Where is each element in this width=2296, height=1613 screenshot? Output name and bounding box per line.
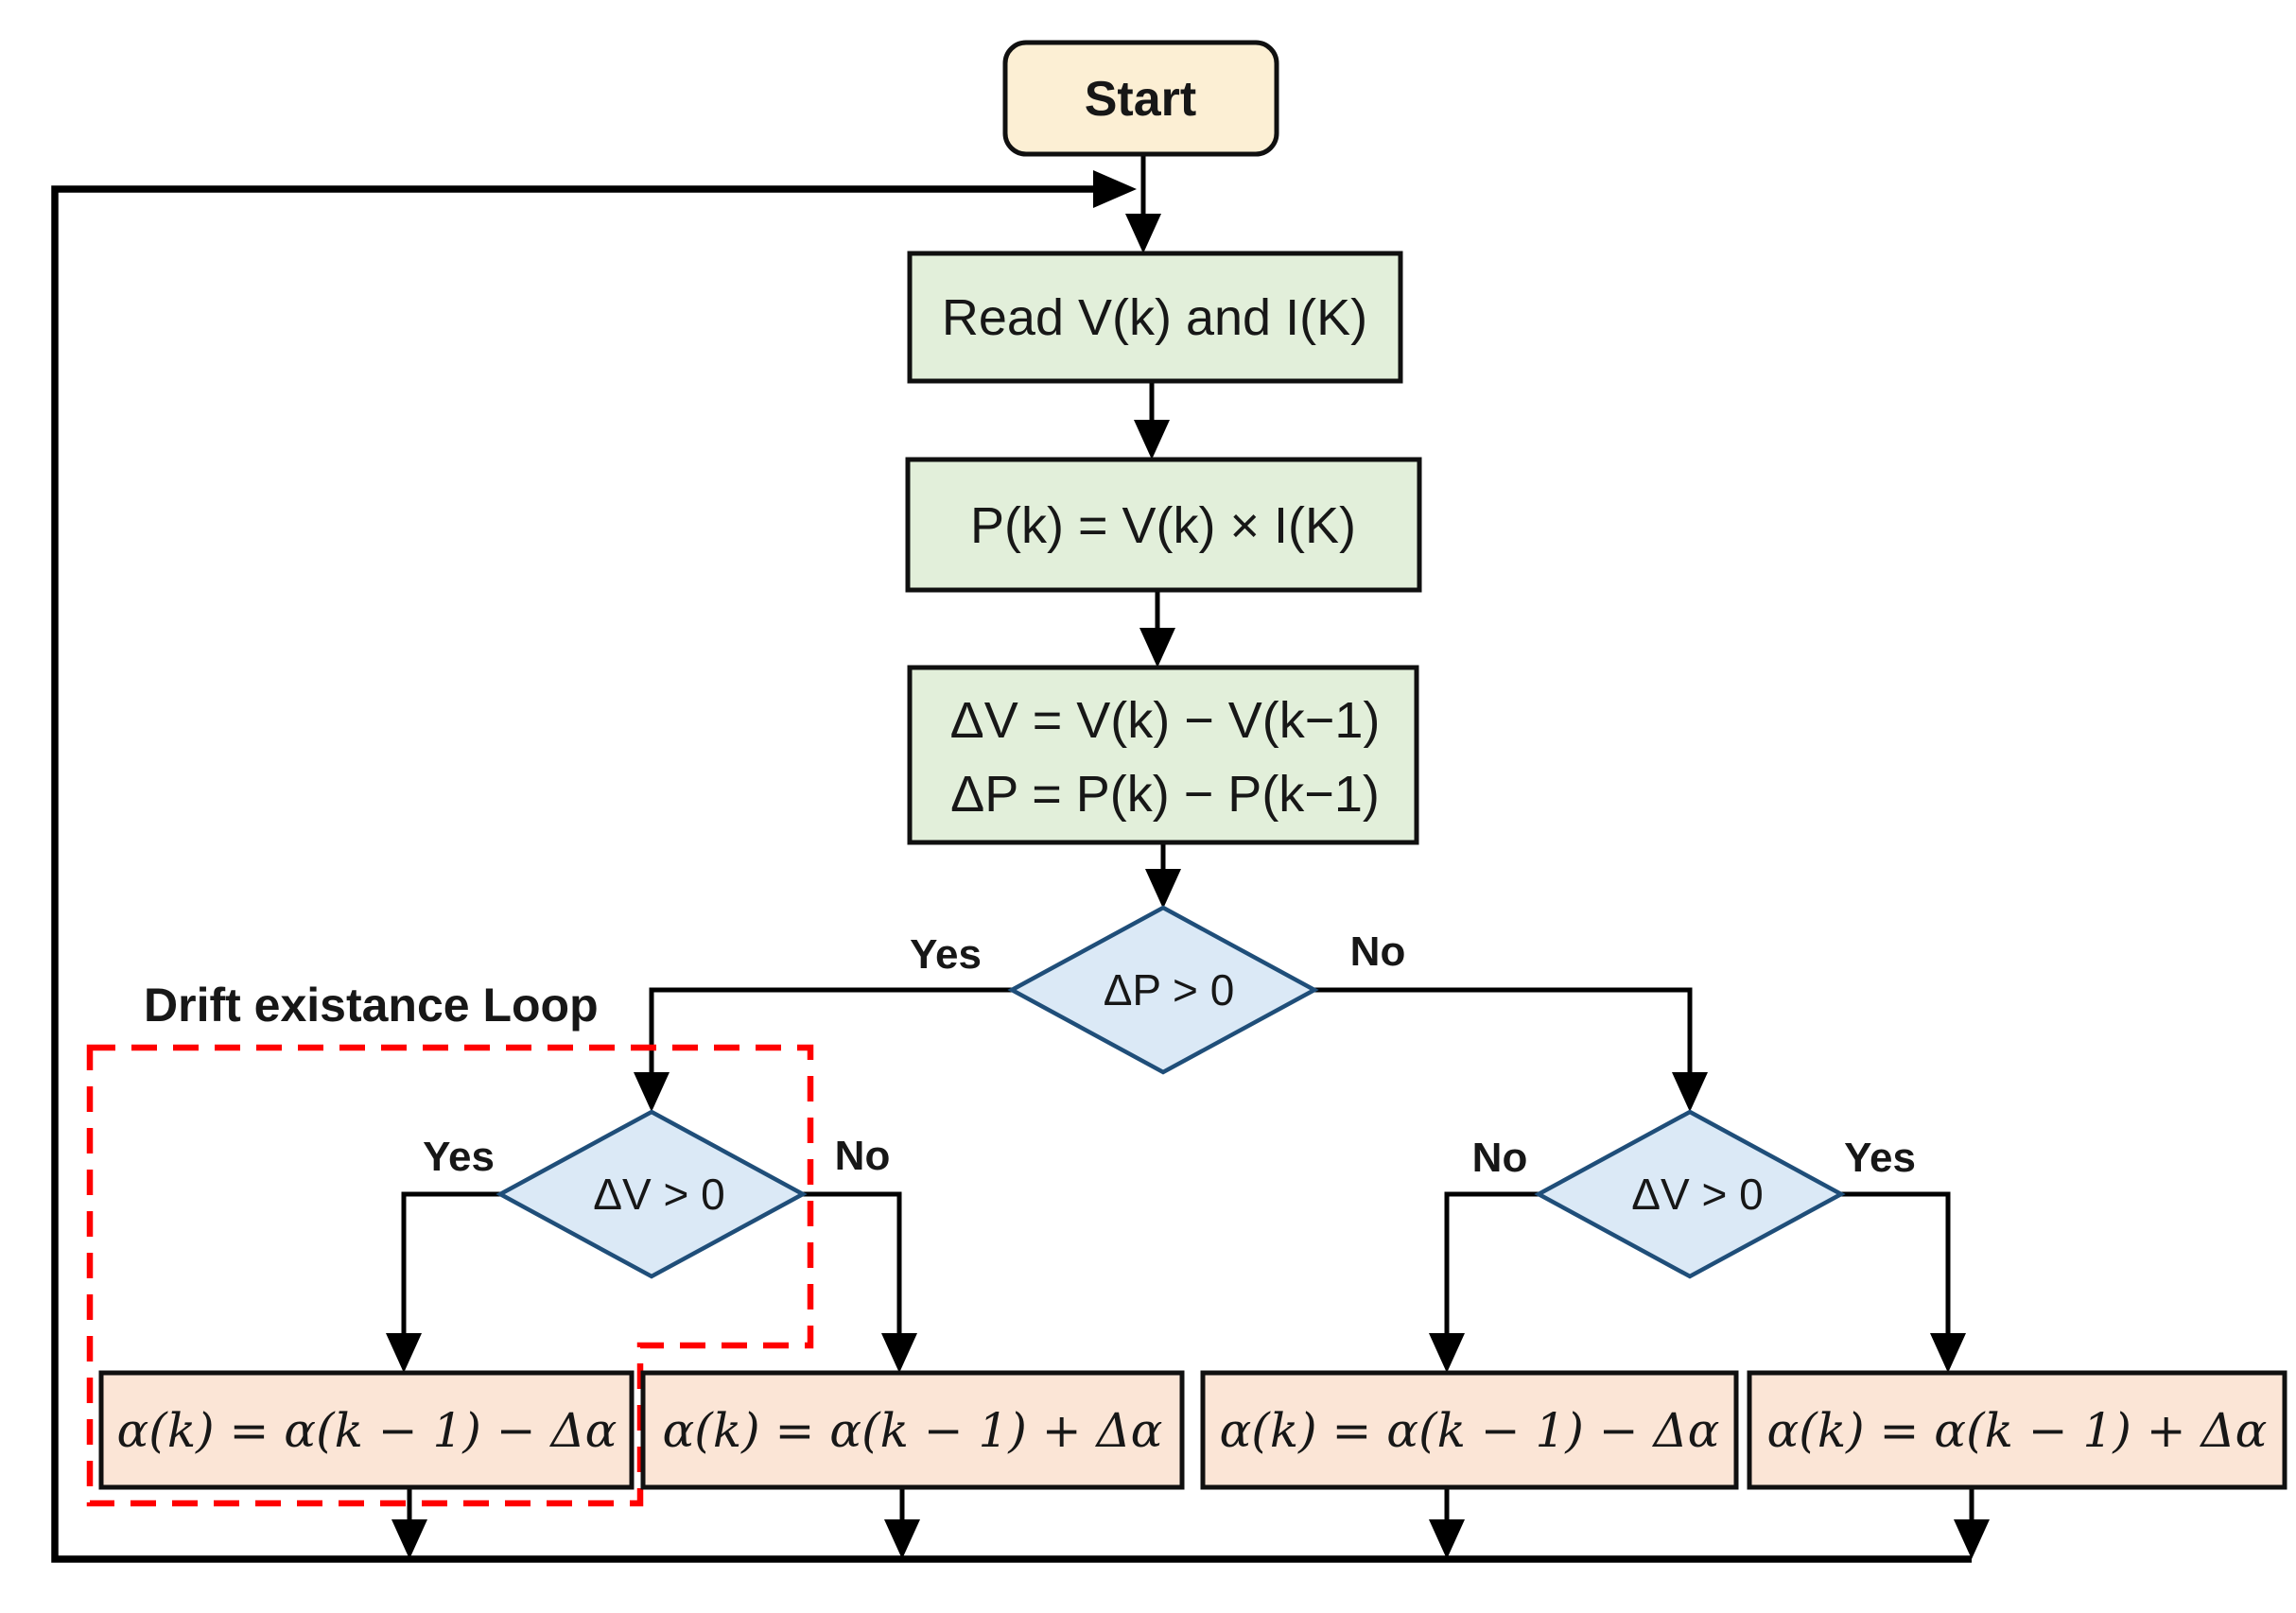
connector-dv-right-yes <box>1841 1191 1966 1373</box>
down-arrowhead <box>1139 628 1175 668</box>
drift-loop-annotation: Drift existance Loop <box>86 979 814 1507</box>
alpha-decrease-left-shape <box>98 1370 635 1490</box>
connector-action4-out <box>1954 1487 1990 1559</box>
down-arrowhead <box>386 1333 422 1373</box>
connector-action1-out <box>391 1487 427 1559</box>
feedback-arrowhead <box>1093 170 1137 208</box>
compute-deltas-shape <box>907 665 1419 845</box>
branch-label-dv-left-no: No <box>835 1133 891 1179</box>
node-alpha-decrease-right: α(k) = α(k − 1) − Δα <box>1200 1370 1739 1490</box>
node-compute-power: P(k) = V(k) × I(K) <box>905 457 1422 593</box>
down-arrowhead <box>1145 869 1181 909</box>
branch-label-dv-left-yes: Yes <box>423 1134 495 1180</box>
connector-dv-right-no <box>1429 1191 1539 1373</box>
start-label: Start <box>1085 72 1196 127</box>
down-arrowhead <box>1954 1519 1990 1559</box>
alpha-increase-left-shape <box>640 1370 1185 1490</box>
start-shape <box>1002 40 1279 157</box>
connector-read-power <box>1134 381 1170 460</box>
down-arrowhead <box>391 1519 427 1559</box>
alpha-increase-right-label: α(k) = α(k − 1) + Δα <box>1767 1403 2268 1458</box>
down-arrowhead <box>1429 1333 1465 1373</box>
connector-dv-left-no <box>803 1191 917 1373</box>
branch-label-dp-yes: Yes <box>910 931 982 978</box>
node-compute-deltas: ΔV = V(k) − V(k−1) ΔP = P(k) − P(k−1) <box>907 665 1419 845</box>
branch-label-dp-no: No <box>1350 928 1406 975</box>
alpha-decrease-right-shape <box>1200 1370 1739 1490</box>
down-arrowhead <box>881 1333 917 1373</box>
node-read-vi: Read V(k) and I(K) <box>907 251 1403 384</box>
connector-dp-yes <box>634 987 1012 1112</box>
node-alpha-decrease-left: α(k) = α(k − 1) − Δα <box>98 1370 635 1490</box>
feedback-loop-line <box>51 185 1972 1563</box>
alpha-increase-right-shape <box>1747 1370 2287 1490</box>
connector-dv-left-yes <box>386 1191 500 1373</box>
down-arrowhead <box>884 1519 920 1559</box>
node-start: Start <box>1002 40 1279 157</box>
read-vi-label: Read V(k) and I(K) <box>942 289 1367 346</box>
decision-dv-right-label: ΔV > 0 <box>1631 1170 1763 1219</box>
connector-line <box>1444 1191 1539 1339</box>
down-arrowhead <box>1930 1333 1966 1373</box>
connector-feedback-loop <box>51 170 1972 1563</box>
read-vi-shape <box>907 251 1403 384</box>
connector-line <box>649 987 1012 1078</box>
compute-deltas-line2: ΔP = P(k) − P(k−1) <box>950 766 1380 823</box>
down-arrowhead <box>1672 1072 1708 1112</box>
decision-dp: ΔP > 0 <box>1007 905 1319 1075</box>
connector-deltas-dp <box>1145 842 1181 909</box>
down-arrowhead <box>634 1072 670 1112</box>
connector-line <box>1314 987 1693 1078</box>
drift-loop-boundary <box>86 1044 814 1507</box>
alpha-increase-left-label: α(k) = α(k − 1) + Δα <box>663 1403 1163 1458</box>
connector-dp-no <box>1314 987 1708 1112</box>
branch-label-dv-right-yes: Yes <box>1844 1135 1916 1181</box>
decision-dv-right: ΔV > 0 <box>1534 1109 1846 1279</box>
decision-dv-left-label: ΔV > 0 <box>593 1170 724 1219</box>
connector-power-deltas <box>1139 590 1175 668</box>
branch-label-dv-right-no: No <box>1472 1135 1528 1181</box>
connector-line <box>401 1191 500 1339</box>
decision-dv-left: ΔV > 0 <box>496 1109 808 1279</box>
compute-deltas-line1: ΔV = V(k) − V(k−1) <box>950 692 1381 749</box>
decision-dp-label: ΔP > 0 <box>1104 965 1235 1015</box>
connector-start-read <box>1125 154 1161 253</box>
compute-power-shape <box>905 457 1422 593</box>
connector-line <box>1841 1191 1951 1339</box>
node-alpha-increase-right: α(k) = α(k − 1) + Δα <box>1747 1370 2287 1490</box>
connector-action3-out <box>1429 1487 1465 1559</box>
down-arrowhead <box>1134 420 1170 460</box>
node-alpha-increase-left: α(k) = α(k − 1) + Δα <box>640 1370 1185 1490</box>
down-arrowhead <box>1125 214 1161 253</box>
compute-power-label: P(k) = V(k) × I(K) <box>970 497 1356 554</box>
connector-line <box>803 1191 902 1339</box>
drift-loop-label: Drift existance Loop <box>144 979 599 1032</box>
alpha-decrease-right-label: α(k) = α(k − 1) − Δα <box>1220 1403 1720 1458</box>
alpha-decrease-left-label: α(k) = α(k − 1) − Δα <box>117 1403 617 1458</box>
decision-dv-left-shape <box>496 1109 808 1279</box>
down-arrowhead <box>1429 1519 1465 1559</box>
decision-dp-shape <box>1007 905 1319 1075</box>
connector-action2-out <box>884 1487 920 1559</box>
decision-dv-right-shape <box>1534 1109 1846 1279</box>
